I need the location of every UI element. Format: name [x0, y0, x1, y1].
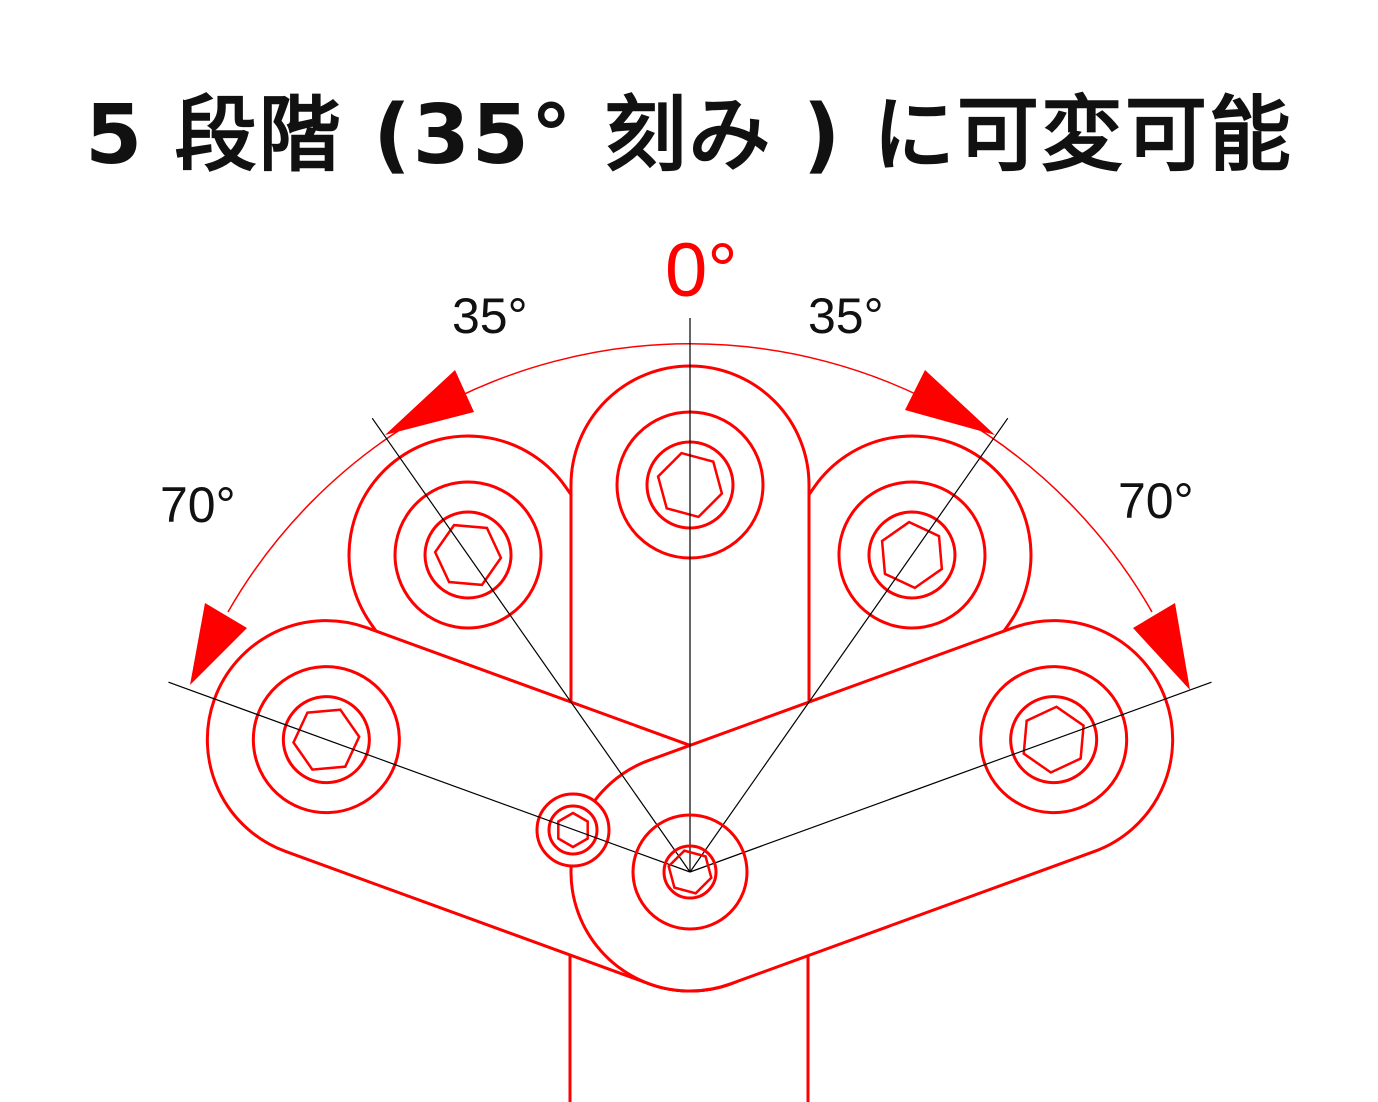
guide-line-35 [689, 417, 1009, 873]
arrow-left-70 [190, 603, 247, 685]
hex-socket-icon [1022, 705, 1085, 774]
arrow-right-35 [905, 370, 995, 435]
guide-line--70 [168, 681, 691, 873]
arrow-right-70 [1133, 603, 1190, 690]
label-left-70: 70° [160, 477, 236, 533]
label-right-70: 70° [1118, 473, 1194, 529]
hex-socket-icon [880, 520, 944, 590]
hex-socket-icon [292, 708, 361, 771]
hex-socket-icon [433, 523, 503, 587]
arrow-left-35 [385, 370, 474, 435]
guide-line--35 [371, 417, 691, 873]
guide-line-70 [689, 681, 1212, 873]
hex-socket-icon [656, 451, 724, 519]
label-right-35: 35° [808, 288, 884, 344]
label-0-deg: 0° [665, 228, 738, 313]
label-left-35: 35° [452, 288, 528, 344]
page-title: 5 段階 (35° 刻み ) に可変可能 [85, 88, 1293, 183]
pivot-bolt [631, 813, 749, 931]
